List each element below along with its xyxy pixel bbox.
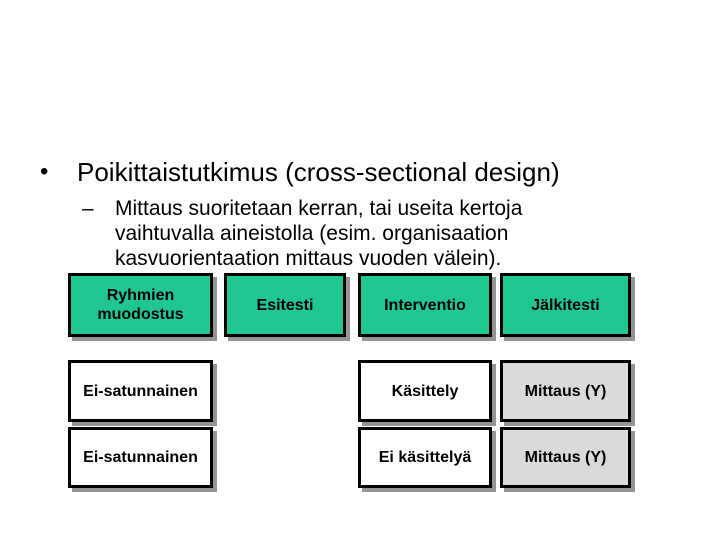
bullet-title-row: • Poikittaistutkimus (cross-sectional de…: [40, 157, 560, 187]
box-mittaus-y-1: Mittaus (Y): [500, 360, 631, 422]
slide-title: Poikittaistutkimus (cross-sectional desi…: [77, 157, 560, 187]
box-kasittely: Käsittely: [358, 360, 492, 422]
box-mittaus-y-2: Mittaus (Y): [500, 427, 631, 488]
box-ei-satunnainen-1: Ei-satunnainen: [68, 360, 213, 422]
sub-bullet-text: Mittaus suoritetaan kerran, tai useita k…: [115, 197, 523, 270]
dash-bullet-icon: –: [82, 197, 94, 220]
box-jalkitesti: Jälkitesti: [500, 273, 631, 337]
sub-bullet-row: – Mittaus suoritetaan kerran, tai useita…: [82, 196, 607, 271]
box-esitesti: Esitesti: [224, 273, 346, 337]
box-ei-satunnainen-2: Ei-satunnainen: [68, 427, 213, 488]
bullet-icon: •: [40, 158, 49, 185]
box-ryhmien-muodostus: Ryhmien muodostus: [68, 273, 213, 337]
box-interventio: Interventio: [358, 273, 492, 337]
box-ei-kasittelya: Ei käsittelyä: [358, 427, 492, 488]
